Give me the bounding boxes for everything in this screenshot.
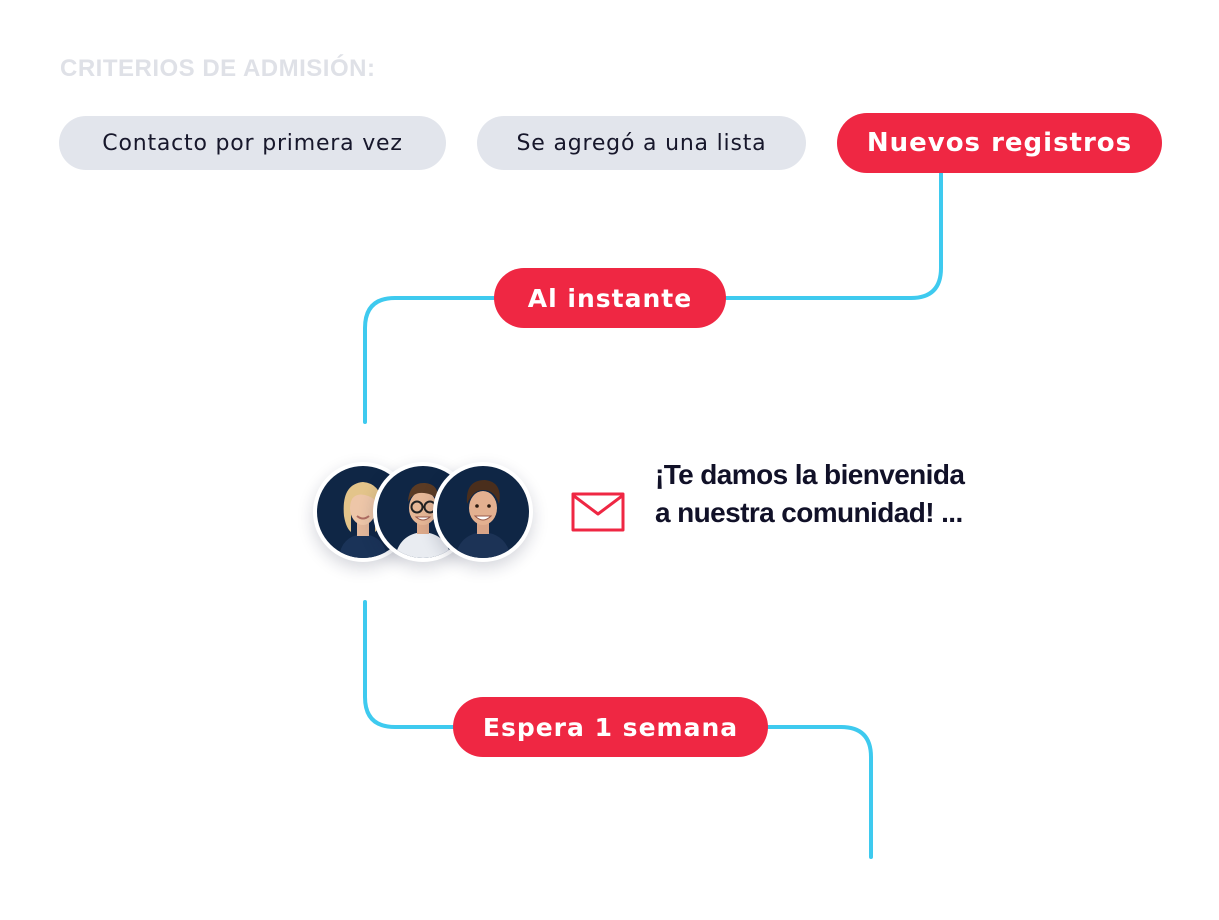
criteria-chip-new-signups[interactable]: Nuevos registros [837, 113, 1162, 173]
connector-wait-onward [766, 725, 873, 859]
criteria-chip-added-to-list[interactable]: Se agregó a una lista [477, 116, 806, 170]
step-wait-one-week[interactable]: Espera 1 semana [453, 697, 768, 757]
admission-criteria-heading: CRITERIOS DE ADMISIÓN: [60, 55, 376, 82]
avatar [433, 462, 533, 562]
welcome-email-message[interactable]: ¡Te damos la bienvenida a nuestra comuni… [655, 459, 965, 528]
connector-instant-to-email [363, 296, 496, 424]
mail-icon [571, 492, 625, 532]
contact-avatars [310, 462, 540, 567]
connector-email-to-wait [363, 600, 455, 729]
avatar-man-image [437, 466, 529, 558]
step-instant[interactable]: Al instante [494, 268, 726, 328]
connector-new-to-instant [724, 171, 943, 300]
criteria-chip-first-contact[interactable]: Contacto por primera vez [59, 116, 446, 170]
